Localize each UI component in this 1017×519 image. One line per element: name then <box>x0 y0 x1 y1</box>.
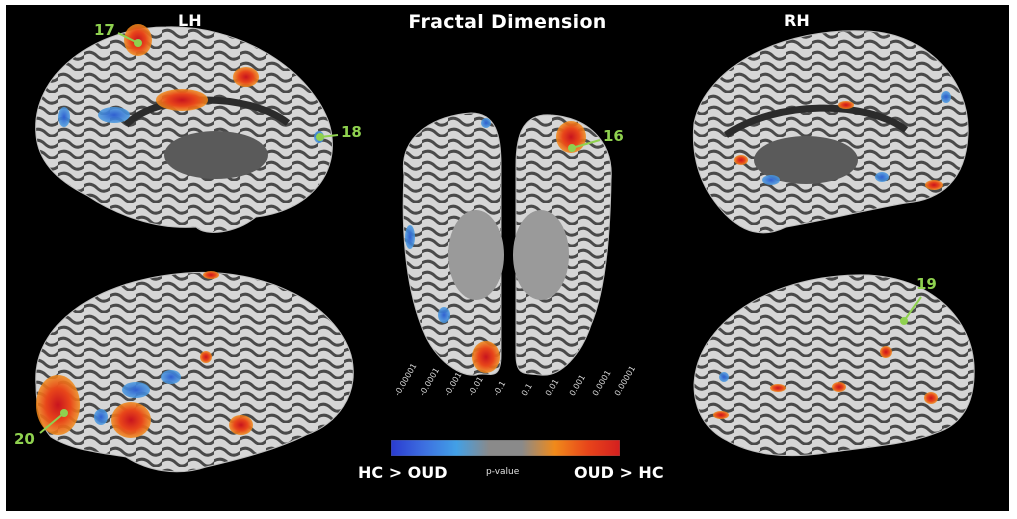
ventral-coldspot <box>405 225 415 249</box>
lh-medial-hotspot <box>156 89 208 111</box>
annotation-19: 19 <box>916 275 937 293</box>
rh-medial-hotspot <box>734 155 748 165</box>
lh-lateral-hotspot <box>200 351 212 363</box>
lh-lateral-brain <box>35 271 354 473</box>
rh-label: RH <box>784 11 810 30</box>
rh-medial-hotspot <box>925 180 943 190</box>
rh-medial-brain <box>692 30 969 234</box>
annotation-17: 17 <box>94 21 115 39</box>
rh-lateral-hotspot <box>770 384 786 392</box>
ventral-hotspot <box>472 341 500 373</box>
lh-label: LH <box>178 11 202 30</box>
colorbar-left-caption: HC > OUD <box>358 463 448 482</box>
rh-medial-coldspot <box>941 91 951 103</box>
colorbar-right-caption: OUD > HC <box>574 463 664 482</box>
lh-lateral-hotspot <box>229 415 253 435</box>
ventral-coldspot <box>438 307 450 323</box>
brain-surfaces <box>35 24 975 473</box>
lh-lateral-hotspot-20 <box>36 375 80 435</box>
annotation-16: 16 <box>603 127 624 145</box>
rh-lateral-hotspot <box>880 346 892 358</box>
ventral-hotspot-16 <box>556 121 586 153</box>
rh-lateral-coldspot <box>719 372 729 382</box>
lh-medial-hotspot <box>233 67 259 87</box>
lh-lateral-coldspot <box>122 382 150 398</box>
ventral-coldspot <box>481 118 491 128</box>
figure-panel: Fractal Dimension LH RH 17 18 16 19 20 -… <box>6 5 1009 511</box>
colorbar <box>391 440 620 456</box>
rh-lateral-hotspot <box>832 382 846 392</box>
ventral-brain <box>402 112 612 376</box>
figure-title: Fractal Dimension <box>408 11 607 33</box>
lh-lateral-hotspot <box>203 271 219 279</box>
lh-lateral-coldspot <box>161 370 181 384</box>
rh-medial-hotspot <box>838 101 854 109</box>
rh-medial-coldspot <box>875 172 889 182</box>
rh-lateral-hotspot <box>713 411 729 419</box>
lh-medial-coldspot <box>58 107 70 127</box>
lh-medial-brain <box>35 24 333 233</box>
colorbar-axis-label: p-value <box>486 467 520 477</box>
lh-medial-coldspot <box>98 107 130 123</box>
rh-medial-coldspot <box>762 175 780 185</box>
lh-lateral-hotspot <box>111 402 151 438</box>
lh-lateral-coldspot <box>94 409 108 425</box>
rh-lateral-hotspot <box>924 392 938 404</box>
annotation-18: 18 <box>341 123 362 141</box>
annotation-20: 20 <box>14 430 35 448</box>
rh-lateral-brain <box>693 274 975 457</box>
